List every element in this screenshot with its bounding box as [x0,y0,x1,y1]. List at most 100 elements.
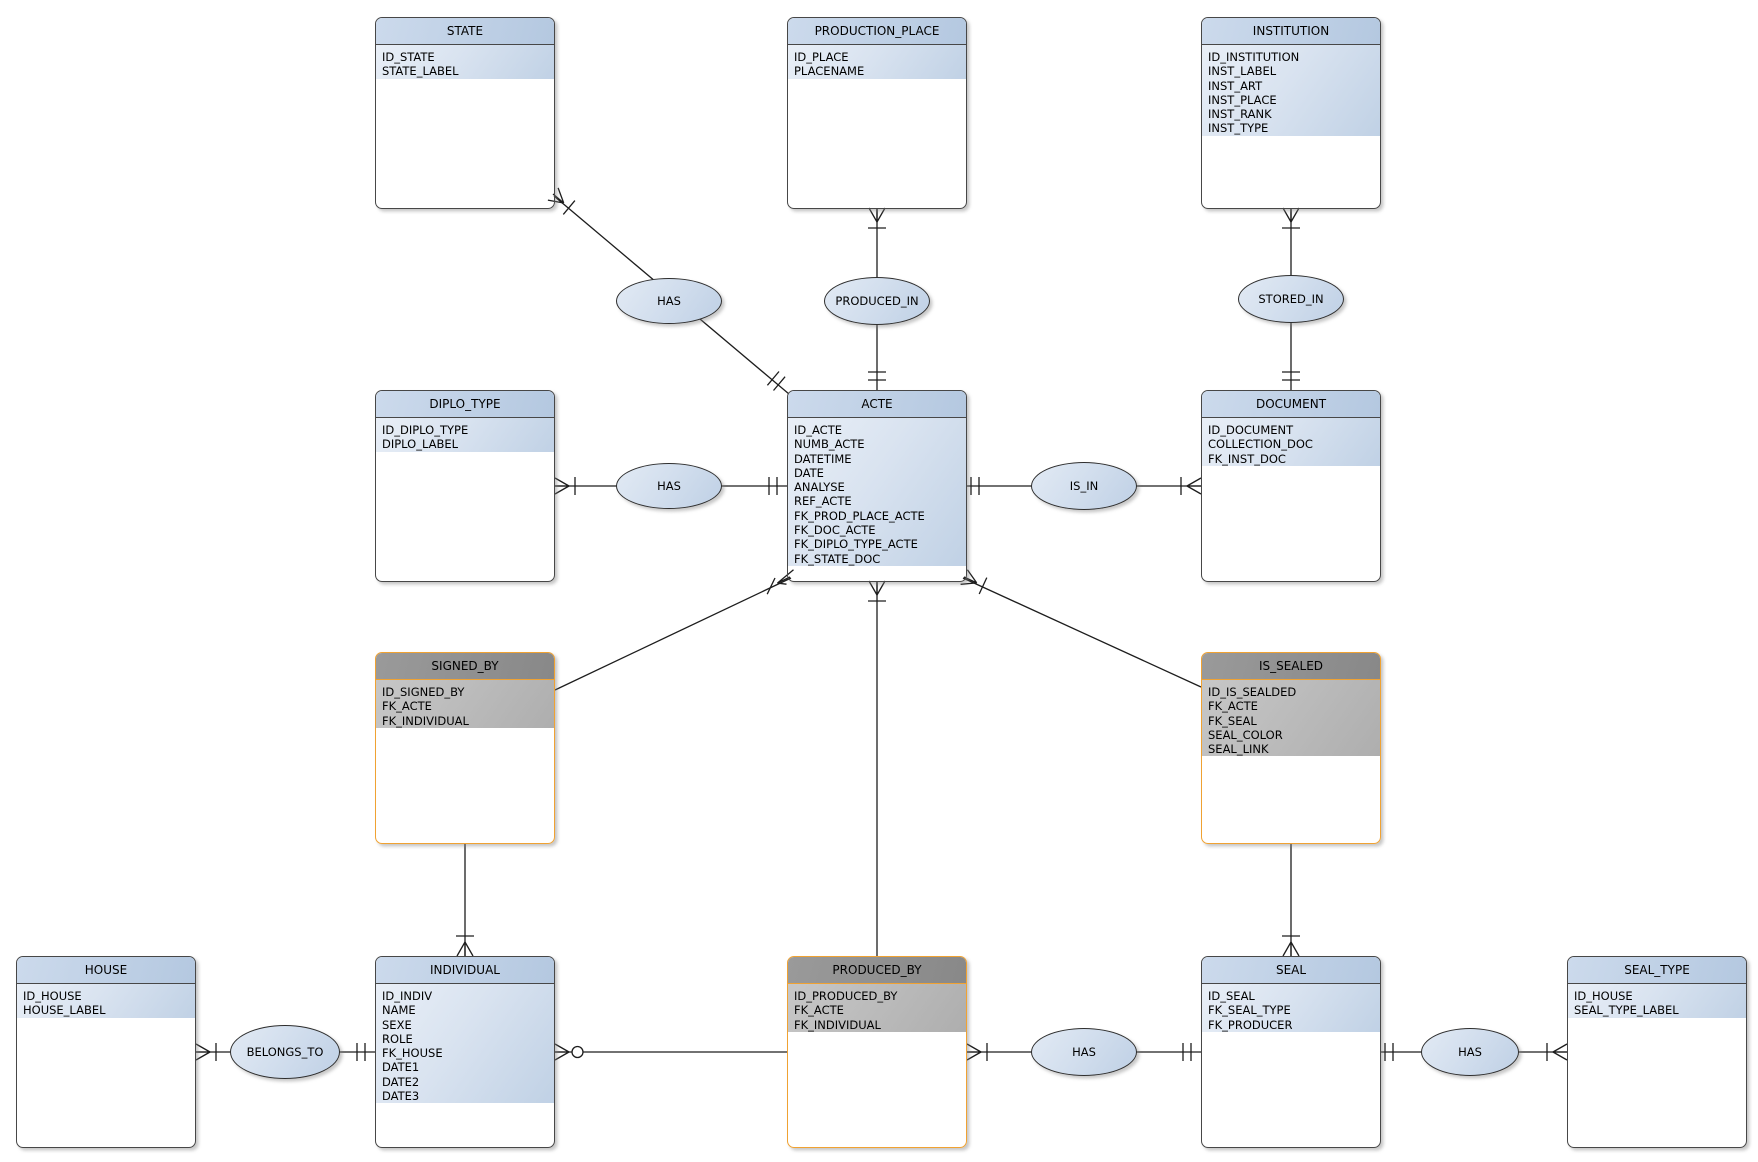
field-fk_house: FK_HOUSE [382,1046,443,1061]
relationship-label: BELONGS_TO [246,1045,324,1059]
field-id_acte: ID_ACTE [794,423,842,437]
entity-title-document: DOCUMENT [1202,391,1380,418]
entity-title-signed-by: SIGNED_BY [376,653,554,680]
field-id_indiv: ID_INDIV [382,989,433,1003]
entity-title-house: HOUSE [17,957,195,984]
field-fk_individual: FK_INDIVIDUAL [382,713,469,728]
field-inst_art: INST_ART [1208,78,1263,93]
connector-issealed-seal [1282,844,1300,957]
field-analyse: ANALYSE [794,480,845,495]
field-id_house: ID_HOUSE [23,989,82,1003]
relationship-belongs-to[interactable]: BELONGS_TO [230,1025,340,1079]
field-ref_acte: REF_ACTE [794,494,852,509]
field-id_produced_by: ID_PRODUCED_BY [794,989,898,1003]
entity-title-institution: INSTITUTION [1202,18,1380,45]
field-role: ROLE [382,1031,413,1046]
relationship-label: HAS [657,479,681,493]
relationship-label: HAS [657,294,681,308]
entity-title-seal-type: SEAL_TYPE [1568,957,1746,984]
field-id_is_sealded: ID_IS_SEALDED [1208,685,1297,699]
entity-title-individual: INDIVIDUAL [376,957,554,984]
field-fk_producer: FK_PRODUCER [1208,1017,1293,1032]
connector-individual-producedby [554,1043,787,1061]
field-id_document: ID_DOCUMENT [1208,423,1294,437]
field-seal_type_label: SEAL_TYPE_LABEL [1574,1003,1679,1018]
entity-title-state: STATE [376,18,554,45]
field-fk_inst_doc: FK_INST_DOC [1208,451,1286,466]
relationship-has-state-acte[interactable]: HAS [616,278,722,324]
relationship-label: IS_IN [1069,479,1099,493]
field-fk_seal_type: FK_SEAL_TYPE [1208,1003,1291,1018]
field-fk_individual: FK_INDIVIDUAL [794,1017,881,1032]
field-id_place: ID_PLACE [794,50,849,64]
entity-title-is-sealed: IS_SEALED [1202,653,1380,680]
field-fk_seal: FK_SEAL [1208,713,1257,728]
field-id_signed_by: ID_SIGNED_BY [382,685,465,699]
field-fk_acte: FK_ACTE [1208,699,1258,714]
field-fk_doc_acte: FK_DOC_ACTE [794,523,876,538]
entity-title-production-place: PRODUCTION_PLACE [788,18,966,45]
field-date2: DATE2 [382,1074,420,1089]
field-id_house: ID_HOUSE [1574,989,1633,1003]
entity-title-produced-by: PRODUCED_BY [788,957,966,984]
field-fk_state_doc: FK_STATE_DOC [794,551,881,566]
connector-acte-signedby [554,569,794,691]
field-name: NAME [382,1003,416,1018]
relationship-has-diplo-acte[interactable]: HAS [616,463,722,509]
relationship-has-seal-sealtype[interactable]: HAS [1421,1028,1519,1076]
field-id_institution: ID_INSTITUTION [1208,50,1300,64]
field-diplo_label: DIPLO_LABEL [382,437,459,452]
field-state_label: STATE_LABEL [382,64,459,79]
field-fk_acte: FK_ACTE [382,699,432,714]
connector-signedby-individual [456,844,474,957]
field-id_state: ID_STATE [382,50,435,64]
field-collection_doc: COLLECTION_DOC [1208,437,1313,452]
entity-title-diplo-type: DIPLO_TYPE [376,391,554,418]
field-seal_link: SEAL_LINK [1208,742,1269,757]
field-date1: DATE1 [382,1060,420,1075]
field-id_seal: ID_SEAL [1208,989,1255,1003]
entity-title-seal: SEAL [1202,957,1380,984]
relationship-stored-in[interactable]: STORED_IN [1238,275,1344,323]
field-sexe: SEXE [382,1017,412,1032]
relationship-produced-in[interactable]: PRODUCED_IN [824,277,930,325]
connector-acte-producedby [868,580,886,956]
relationship-is-in[interactable]: IS_IN [1031,462,1137,510]
field-fk_diplo_type_acte: FK_DIPLO_TYPE_ACTE [794,537,918,552]
field-fk_acte: FK_ACTE [794,1003,844,1018]
relationship-has-producedby-seal[interactable]: HAS [1031,1028,1137,1076]
entity-title-acte: ACTE [788,391,966,418]
relationship-label: HAS [1458,1045,1482,1059]
relationship-label: PRODUCED_IN [835,294,919,308]
field-fk_prod_place_acte: FK_PROD_PLACE_ACTE [794,508,925,523]
field-numb_acte: NUMB_ACTE [794,437,865,452]
relationship-label: STORED_IN [1258,292,1324,306]
field-date3: DATE3 [382,1089,420,1104]
field-id_diplo_type: ID_DIPLO_TYPE [382,423,469,437]
